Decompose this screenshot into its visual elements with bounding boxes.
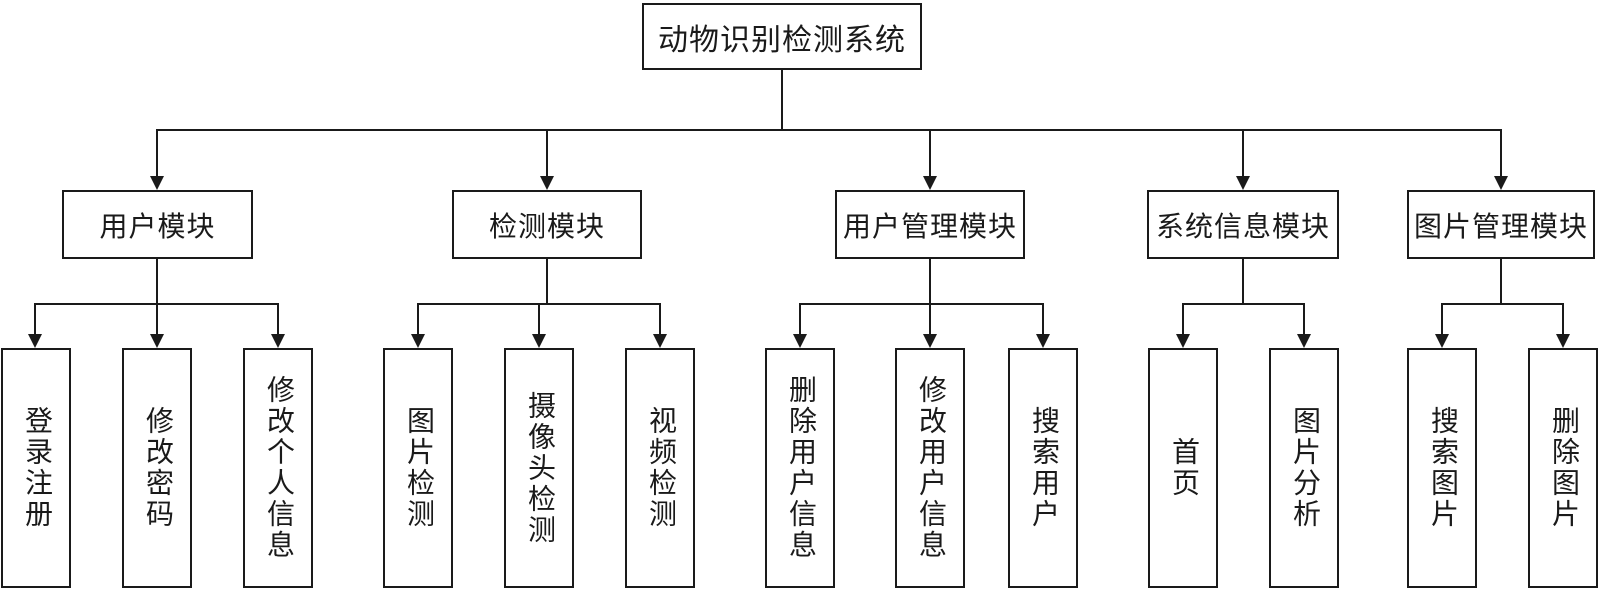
connector-rail-g2 — [799, 303, 1044, 305]
arrow-down-icon — [1297, 334, 1311, 348]
arrow-down-icon — [1236, 176, 1250, 190]
node-search-user: 搜索用户 — [1008, 348, 1078, 588]
module-label: 用户管理模块 — [842, 211, 1017, 243]
node-search-image: 搜索图片 — [1407, 348, 1477, 588]
arrow-down-icon — [411, 334, 425, 348]
leaf-label: 搜索图片 — [1427, 406, 1458, 530]
connector-stub-m3 — [1242, 258, 1244, 304]
connector-drop-leaf — [799, 303, 801, 335]
node-user-management-module: 用户管理模块 — [835, 190, 1025, 259]
arrow-down-icon — [532, 334, 546, 348]
module-label: 图片管理模块 — [1413, 211, 1588, 243]
node-system-info-module: 系统信息模块 — [1147, 190, 1339, 259]
arrow-down-icon — [1556, 334, 1570, 348]
arrow-down-icon — [271, 334, 285, 348]
node-delete-image: 删除图片 — [1528, 348, 1598, 588]
connector-drop-leaf — [1303, 303, 1305, 335]
node-animal-recognition-system: 动物识别检测系统 — [642, 3, 922, 70]
connector-drop-leaf — [1182, 303, 1184, 335]
leaf-label: 视频检测 — [645, 406, 676, 530]
leaf-label: 修改用户信息 — [915, 375, 946, 561]
connector-drop-leaf — [34, 303, 36, 335]
connector-drop-m1 — [546, 129, 548, 177]
arrow-down-icon — [1036, 334, 1050, 348]
leaf-label: 删除用户信息 — [785, 375, 816, 561]
node-edit-user-info: 修改用户信息 — [895, 348, 965, 588]
leaf-label: 删除图片 — [1548, 406, 1579, 530]
node-image-analysis: 图片分析 — [1269, 348, 1339, 588]
node-camera-detection: 摄像头检测 — [504, 348, 574, 588]
leaf-label: 图片分析 — [1289, 406, 1320, 530]
connector-drop-m2 — [929, 129, 931, 177]
connector-stub-m4 — [1500, 258, 1502, 304]
connector-drop-leaf — [277, 303, 279, 335]
arrow-down-icon — [28, 334, 42, 348]
connector-drop-leaf — [1562, 303, 1564, 335]
node-login-register: 登录注册 — [1, 348, 71, 588]
module-label: 用户模块 — [99, 211, 216, 243]
connector-stub-m2 — [929, 258, 931, 304]
node-user-module: 用户模块 — [62, 190, 253, 259]
connector-drop-leaf — [538, 303, 540, 335]
connector-drop-leaf — [659, 303, 661, 335]
leaf-label: 登录注册 — [21, 406, 52, 530]
arrow-down-icon — [1494, 176, 1508, 190]
leaf-label: 修改密码 — [142, 406, 173, 530]
connector-drop-m4 — [1500, 129, 1502, 177]
leaf-label: 图片检测 — [403, 406, 434, 530]
arrow-down-icon — [1435, 334, 1449, 348]
connector-drop-leaf — [156, 303, 158, 335]
connector-rail-g3 — [1182, 303, 1305, 305]
node-delete-user-info: 删除用户信息 — [765, 348, 835, 588]
arrow-down-icon — [653, 334, 667, 348]
leaf-label: 摄像头检测 — [524, 390, 555, 546]
connector-drop-m0 — [156, 129, 158, 177]
connector-drop-leaf — [1441, 303, 1443, 335]
arrow-down-icon — [793, 334, 807, 348]
connector-rail-g4 — [1441, 303, 1564, 305]
module-label: 系统信息模块 — [1155, 211, 1330, 243]
arrow-down-icon — [150, 334, 164, 348]
connector-drop-leaf — [929, 303, 931, 335]
arrow-down-icon — [923, 176, 937, 190]
node-home-page: 首页 — [1148, 348, 1218, 588]
node-image-management-module: 图片管理模块 — [1407, 190, 1595, 259]
node-detection-module: 检测模块 — [452, 190, 642, 259]
node-image-detection: 图片检测 — [383, 348, 453, 588]
leaf-label: 首页 — [1168, 437, 1199, 499]
arrow-down-icon — [1176, 334, 1190, 348]
module-label: 检测模块 — [488, 211, 605, 243]
node-video-detection: 视频检测 — [625, 348, 695, 588]
connector-root-stub — [781, 70, 783, 130]
arrow-down-icon — [923, 334, 937, 348]
connector-drop-m3 — [1242, 129, 1244, 177]
leaf-label: 搜索用户 — [1028, 406, 1059, 530]
leaf-label: 修改个人信息 — [263, 375, 294, 561]
connector-main-rail — [156, 129, 1502, 131]
node-edit-personal-info: 修改个人信息 — [243, 348, 313, 588]
node-change-password: 修改密码 — [122, 348, 192, 588]
connector-stub-m1 — [546, 258, 548, 304]
root-label: 动物识别检测系统 — [658, 23, 906, 57]
arrow-down-icon — [540, 176, 554, 190]
connector-stub-m0 — [156, 258, 158, 304]
connector-drop-leaf — [417, 303, 419, 335]
arrow-down-icon — [150, 176, 164, 190]
connector-drop-leaf — [1042, 303, 1044, 335]
